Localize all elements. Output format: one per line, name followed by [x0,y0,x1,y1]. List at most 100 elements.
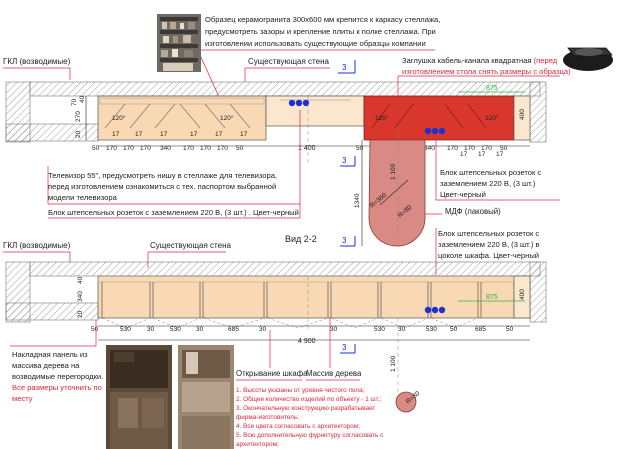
bd-4: 30 [196,326,204,333]
mdf-label: МДФ (лаковый) [445,207,501,216]
socket-group-left [288,99,310,107]
bd-9: 530 [374,326,385,333]
angle-labels: 120° 120° 120° 120° [112,114,499,122]
br-0: 50 [356,145,364,152]
pn-red-2: месту [12,394,33,403]
cable-note: Заглушка кабель-канала квадратная (перед… [402,56,571,76]
cable-note-line-2: изготовлением стола снять размеры с обра… [402,67,571,76]
bd-end: 50 [506,326,514,333]
tv-note-3: модели телевизора [48,193,118,202]
bl-5: 170 [183,145,194,152]
cable-note-line-1: Заглушка кабель-канала квадратная (перед [402,56,558,65]
socket-note-top-left: Блок штепсельных розеток с заземлением 2… [48,208,299,217]
bd-5: 685 [228,326,239,333]
door-swings [101,317,479,329]
remark-4: фирма-изготовитель; [236,414,299,421]
gkl-wall-bottom [5,302,99,321]
existing-wall-bottom [29,261,541,277]
socket-group-bottom [424,306,446,314]
panel-note: Накладная панель из массива дерева на во… [12,350,103,403]
br-5: 170 [447,145,458,152]
pn-1: Накладная панель из [12,350,88,359]
remark-7: архитектором; [236,441,279,448]
sb-2: заземлением 220 В, (3 шт.) в [438,240,540,249]
existing-wall-label-bottom: Существующая стена [150,241,231,250]
bd-7: 685 [475,326,486,333]
wood-label: Массив дерева [306,369,362,378]
gkl-wall-top [5,123,99,142]
bdim-40: 40 [77,276,84,284]
tv-niche-plan [265,95,365,127]
tv-note: Телевизор 55", предусмотреть нишу в стел… [48,171,277,202]
green-dim-label-bottom: 875 [486,294,498,301]
pn-3: возводимые перегородки. [12,372,103,381]
bl-2: 170 [123,145,134,152]
section-marker-mid2: 3 [340,236,356,247]
n17-1: 17 [112,131,120,138]
dim-1100-top: 1 100 [390,163,397,180]
bd-11: 530 [426,326,437,333]
br-7: 170 [481,145,492,152]
dim-70: 70 [71,98,78,106]
pn-2: массива дерева на [12,361,80,370]
cable-note-red: (перед [534,56,558,65]
left-shelf-back [99,97,265,105]
left-shelving-plan [97,95,267,141]
bd-12: 50 [450,326,458,333]
section-marker-top: 3 [338,60,356,74]
angle-1: 120° [112,114,126,122]
section-marker-mid-num: 3 [342,156,347,165]
existing-wall-label-top: Существующая стена [248,57,329,66]
bd-2: 30 [147,326,155,333]
dim-20: 20 [75,130,82,138]
right-wall-top [529,81,547,143]
bd-8: 30 [330,326,338,333]
sb-1: Блок штепсельных розеток с [438,229,539,238]
sr-1: Блок штепсельных розеток с [440,168,541,177]
wood-photo-1 [106,345,172,449]
n17-5: 17 [215,131,223,138]
cabinet-end-panel [513,275,531,319]
table-plan [368,139,426,247]
right-shelving-plan [363,95,515,141]
section-marker-bottom-num: 3 [342,343,347,352]
sr-2: заземлением 220 В, (3 шт.) [440,179,536,188]
wood-photo-2 [178,345,234,449]
bd-10: 30 [398,326,406,333]
radius-line [379,179,409,206]
green-dim-label-top: 875 [486,85,498,92]
bd-3: 530 [170,326,181,333]
tile-note-line-1: Образец керамогранита 300х600 мм крепитс… [205,15,440,24]
total-4900: 4 900 [298,338,316,345]
br-8: 50 [500,145,508,152]
table-leg-circle [395,391,417,413]
tile-note: Образец керамогранита 300х600 мм крепитс… [205,15,440,48]
bdim-400: 400 [519,289,526,300]
tile-sample-photo [157,14,201,72]
gkl-label-bottom: ГКЛ (возводимые) [3,241,71,250]
right-wall-bottom [529,261,547,323]
bdim-20: 20 [77,310,84,318]
remark-2: 2. Общее количество изделий по объекту -… [236,395,382,403]
gkl-label-top: ГКЛ (возводимые) [3,57,71,66]
socket-note-bottom: Блок штепсельных розеток с заземлением 2… [438,229,540,260]
bl-6: 170 [200,145,211,152]
dims-bottom-row: 50 530 30 530 30 685 30 30 530 30 530 50… [91,326,514,333]
remark-1: 1. Высоты указаны от уровня чистого пола… [236,387,365,394]
n17-3: 17 [160,131,168,138]
n17-12: 17 [496,151,504,158]
sr-3: Цвет-черный [440,190,486,199]
socket-note-right: Блок штепсельных розеток с заземлением 2… [440,168,541,199]
bd-0: 50 [91,326,99,333]
angle-2: 120° [220,114,234,122]
bl-7: 170 [217,145,228,152]
bd-1: 530 [120,326,131,333]
dim-270: 270 [75,111,82,122]
br-6: 170 [464,145,475,152]
remark-3: 3. Окончательную конструкцию разрабатыва… [236,404,375,412]
br-4: 340 [424,145,435,152]
left-fins [104,103,251,129]
dim-400-top: 400 [519,109,526,120]
cable-note-black: Заглушка кабель-канала квадратная [402,56,534,65]
total-1400: 1 400 [298,145,316,152]
